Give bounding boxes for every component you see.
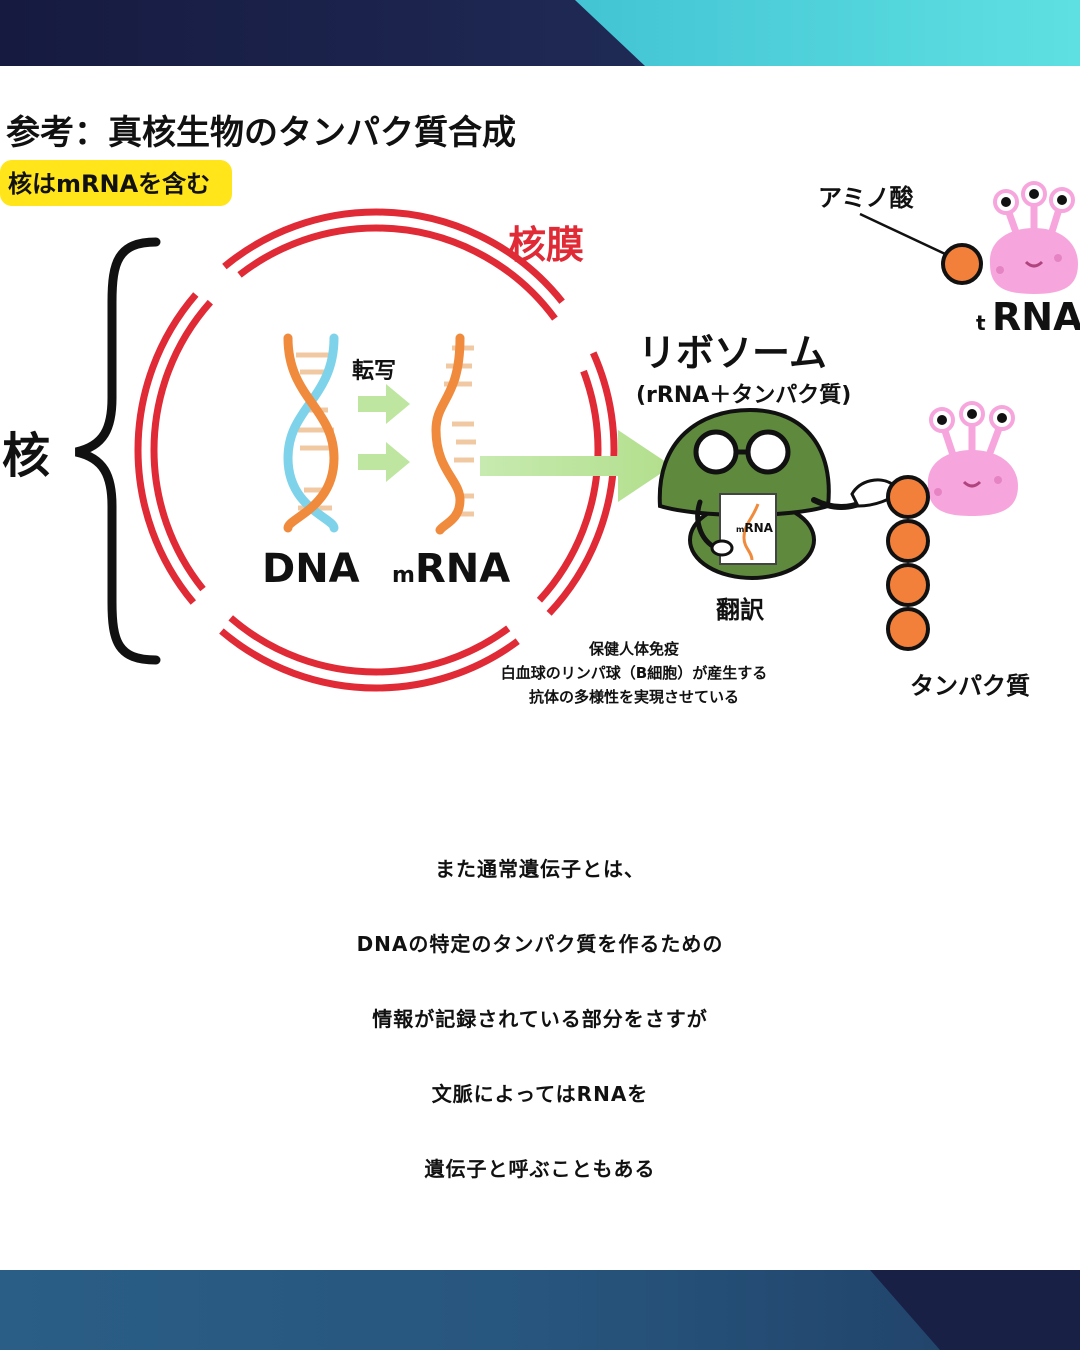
nucleus-label: 核 (2, 428, 50, 484)
translation-label: 翻訳 (716, 596, 765, 624)
export-arrow (480, 430, 672, 502)
ribosome-character-icon: mRNA (657, 407, 903, 580)
diagram-title: 参考：真核生物のタンパク質合成 (6, 113, 516, 153)
mrna-badge: 核はmRNAを含む (0, 160, 232, 206)
top-banner (0, 0, 1080, 66)
ribosome-subtitle: (rRNA＋タンパク質) (636, 383, 851, 408)
transcription-label: 転写 (352, 358, 396, 384)
mrna-strand-icon (431, 333, 476, 535)
amino-acid-label: アミノ酸 (818, 184, 915, 212)
amino-acid-ball (941, 243, 983, 285)
main-message: また通常遺伝子とは、 DNAの特定のタンパク質を作るための 情報が記録されている… (0, 832, 1080, 1207)
protein-synthesis-diagram: 参考：真核生物のタンパク質合成 核はmRNAを含む 核 核膜 DNA 転写 (0, 113, 1080, 706)
ribosome-title: リボソーム (638, 331, 827, 375)
message-line: DNAの特定のタンパク質を作るための (356, 932, 724, 956)
bottom-banner (0, 1270, 1080, 1350)
message-line: 文脈によってはRNAを (431, 1082, 649, 1106)
protein-chain (886, 475, 930, 651)
glasses-icon (693, 429, 791, 475)
dna-helix-icon (283, 333, 339, 533)
message-line: 遺伝子と呼ぶこともある (424, 1157, 656, 1181)
mrna-label: mRNA (392, 546, 510, 592)
protein-label: タンパク質 (910, 672, 1030, 700)
dna-label: DNA (262, 546, 360, 592)
amino-acid-pointer (859, 212, 959, 262)
message-line: 情報が記録されている部分をさすが (372, 1007, 708, 1031)
transcription-arrows (358, 384, 410, 482)
paper-label: mRNA (736, 521, 774, 535)
trna-creature-icon (989, 181, 1078, 294)
nuclear-membrane (134, 208, 618, 692)
svg-text:抗体の多様性を実現させている: 抗体の多様性を実現させている (529, 688, 739, 706)
immune-note: 保健人体免疫 白血球のリンパ球（B細胞）が産生する 抗体の多様性を実現させている (501, 640, 767, 706)
badge-text: 核はmRNAを含む (8, 170, 210, 198)
svg-text:保健人体免疫: 保健人体免疫 (588, 640, 679, 658)
nucleus-brace (74, 237, 161, 665)
membrane-label: 核膜 (508, 223, 584, 267)
message-line: また通常遺伝子とは、 (435, 857, 645, 881)
svg-text:白血球のリンパ球（B細胞）が産生する: 白血球のリンパ球（B細胞）が産生する (501, 664, 767, 682)
trna-creature-icon (927, 401, 1018, 516)
